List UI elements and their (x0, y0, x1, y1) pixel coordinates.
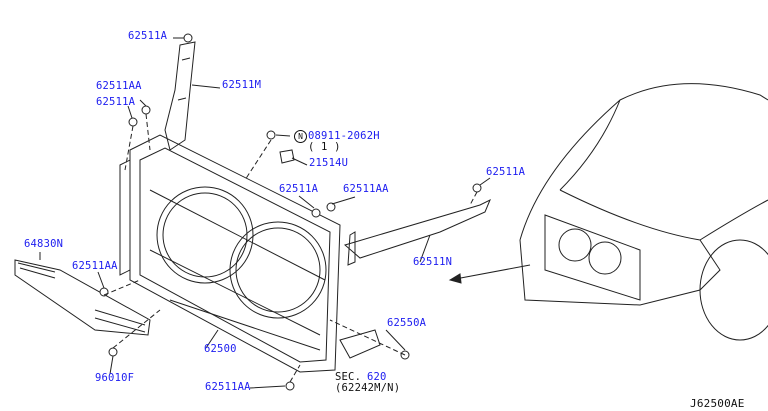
arrow-head (448, 273, 462, 284)
part-label-62511AA[interactable]: 62511AA (343, 183, 389, 195)
part-label-62511A[interactable]: 62511A (128, 30, 168, 42)
air-guide (14, 259, 151, 336)
section-link-620[interactable]: 620 (367, 371, 387, 383)
part-label-62511AA[interactable]: 62511AA (96, 80, 142, 92)
pointer-arrow (449, 264, 531, 281)
side-stay (343, 198, 491, 266)
part-label-62511M[interactable]: 62511M (222, 79, 262, 91)
part-label-62511AA[interactable]: 62511AA (205, 381, 251, 393)
part-label-62500[interactable]: 62500 (204, 343, 237, 355)
radiator-core-support (119, 134, 341, 373)
leader-lines (39, 37, 491, 389)
part-label-62511N[interactable]: 62511N (413, 256, 453, 268)
dashed-guides (103, 113, 478, 383)
part-label-64830N[interactable]: 64830N (24, 238, 64, 250)
diagram-code: J62500AE (690, 397, 745, 410)
part-label-62511AA[interactable]: 62511AA (72, 260, 118, 272)
section-sub-parts: (62242M/N) (335, 382, 401, 394)
part-qty: ( 1 ) (308, 141, 341, 153)
part-label-62550A[interactable]: 62550A (387, 317, 427, 329)
part-label-62511A[interactable]: 62511A (486, 166, 526, 178)
bracket (339, 329, 381, 359)
part-label-62511A[interactable]: 62511A (279, 183, 319, 195)
part-label-21514U[interactable]: 21514U (309, 157, 349, 169)
part-label-62511A[interactable]: 62511A (96, 96, 136, 108)
n-circle-icon: N (294, 130, 307, 143)
section-prefix: SEC. (335, 371, 362, 383)
part-label-08911-2062H[interactable]: 08911-2062H (308, 130, 380, 142)
upper-stay (164, 41, 196, 151)
vehicle-outline (519, 83, 768, 341)
part-label-96010F[interactable]: 96010F (95, 372, 135, 384)
